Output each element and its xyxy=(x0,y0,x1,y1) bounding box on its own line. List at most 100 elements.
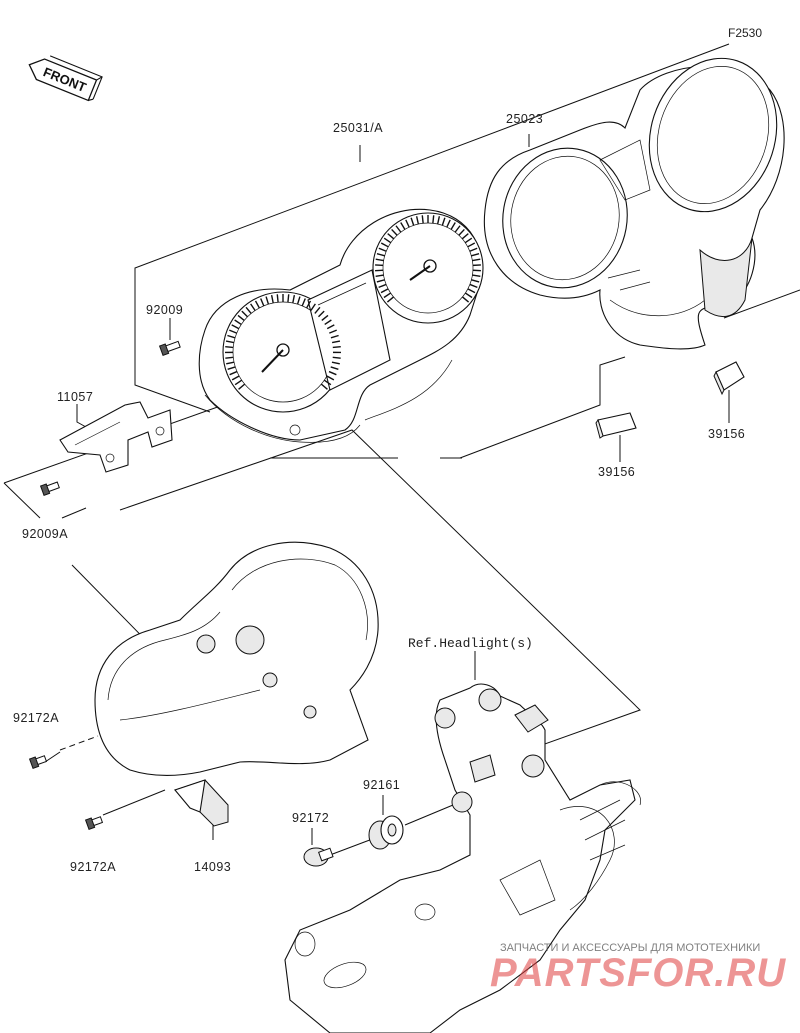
gauge-tick xyxy=(310,303,316,311)
bracket xyxy=(59,401,173,473)
meter-cover xyxy=(94,541,379,827)
gauge-tick xyxy=(225,346,234,349)
gauge-tick xyxy=(421,215,424,224)
gauge-tick xyxy=(287,294,290,303)
gauge-tick xyxy=(250,303,256,311)
gauge-tick xyxy=(234,379,243,386)
watermark-line2: PARTSFOR.RU xyxy=(490,951,786,995)
gauge-tick xyxy=(306,300,312,309)
gauge-tick xyxy=(227,366,236,371)
gauge-tick xyxy=(234,319,242,326)
gauge-tick xyxy=(317,310,325,318)
gauge-tick xyxy=(446,219,451,228)
gauge-tick xyxy=(391,228,398,236)
meter-case xyxy=(483,57,785,350)
front-arrow-icon: FRONT xyxy=(28,55,103,102)
label-92009: 92009 xyxy=(146,303,183,317)
gauge-tick xyxy=(378,247,387,252)
gauge-tick xyxy=(296,296,301,305)
gauge-tick xyxy=(332,346,341,349)
gauge-tick xyxy=(375,258,384,262)
gauge-tick xyxy=(260,298,265,307)
gauge-tick xyxy=(330,334,339,339)
gauge-tick xyxy=(226,361,235,365)
gauge-tick xyxy=(231,324,240,330)
rubber-pad-lower xyxy=(595,412,637,439)
gauge-tick xyxy=(465,292,473,299)
label-92172: 92172 xyxy=(292,811,329,825)
rubber-pad-right xyxy=(713,361,745,396)
gauge-tick xyxy=(387,233,395,240)
gauge-tick xyxy=(229,370,238,376)
gauge-tick xyxy=(270,294,274,304)
gauge-tick xyxy=(238,383,246,390)
label-11057: 11057 xyxy=(57,390,93,404)
gauge-tick xyxy=(415,216,420,225)
gauge-tick xyxy=(265,296,270,305)
gauge-tick xyxy=(380,288,389,294)
gauge-tick xyxy=(330,366,339,371)
gauge-tick xyxy=(320,383,328,390)
gauge-tick xyxy=(467,242,476,248)
watermark: ЗАПЧАСТИ И АКСЕССУАРЫ ДЛЯ МОТОТЕХНИКИ PA… xyxy=(490,942,786,995)
gauge-tick xyxy=(441,217,446,226)
gauge-tick xyxy=(314,306,321,314)
label-92161: 92161 xyxy=(363,778,400,792)
gauge-tick xyxy=(405,219,410,228)
gauge-tick xyxy=(321,314,329,321)
gauge-tick xyxy=(464,237,473,244)
gauge-tick xyxy=(229,329,237,334)
collar-bolt xyxy=(303,847,334,867)
gauge-tick xyxy=(469,247,478,252)
gauge-tick xyxy=(461,233,469,240)
label-92172a-lower: 92172A xyxy=(70,860,116,874)
label-92172a-upper: 92172A xyxy=(13,711,59,725)
label-25031a: 25031/A xyxy=(333,121,383,135)
gauge-tick xyxy=(462,296,470,303)
gauge-tick xyxy=(241,310,249,318)
gauge-tick xyxy=(454,225,461,233)
label-14093: 14093 xyxy=(194,860,231,874)
gauge-tick xyxy=(332,356,341,359)
meter-assembly xyxy=(198,208,484,443)
gauge-tick xyxy=(400,222,406,230)
gauge-tick xyxy=(375,274,384,278)
gauge-tick xyxy=(386,296,394,303)
gauge-tick xyxy=(376,252,385,257)
gauge-tick xyxy=(324,319,332,326)
gauge-tick xyxy=(254,300,260,309)
gauge-tick xyxy=(329,329,337,334)
gauge-tick xyxy=(380,242,389,248)
gauge-tick xyxy=(395,225,402,233)
gauge-tick xyxy=(331,340,341,344)
gauge-tick xyxy=(227,334,236,339)
gauge-tick xyxy=(472,258,481,262)
gauge-tick xyxy=(472,274,481,278)
gauge-tick xyxy=(301,298,306,307)
gauge-tick xyxy=(331,361,340,365)
label-92009a: 92009A xyxy=(22,527,68,541)
label-25023: 25023 xyxy=(506,112,543,126)
gauge-tick xyxy=(323,379,332,386)
gauge-tick xyxy=(383,292,391,299)
gauge-tick xyxy=(326,324,335,330)
gauge-tick xyxy=(376,279,385,283)
gauge-tick xyxy=(225,356,234,359)
diagram-code: F2530 xyxy=(728,26,762,40)
gauge-tick xyxy=(225,340,235,344)
gauge-tick xyxy=(326,375,335,381)
headlight-stay xyxy=(284,683,641,1033)
gauge-tick xyxy=(410,217,415,226)
watermark-line1: ЗАПЧАСТИ И АКСЕССУАРЫ ДЛЯ МОТОТЕХНИКИ xyxy=(500,942,760,954)
screw-92009a xyxy=(39,481,60,497)
gauge-tick xyxy=(469,283,478,289)
gauge-tick xyxy=(383,237,392,244)
gauge-tick xyxy=(471,279,480,283)
gauge-tick xyxy=(328,370,337,376)
part-labels: 25031/A 25023 92009 11057 92009A 39156 3… xyxy=(13,112,745,874)
gauge-tick xyxy=(450,222,456,230)
gauge-tick xyxy=(237,314,245,321)
gauge-tick xyxy=(432,215,435,224)
label-39156-right: 39156 xyxy=(708,427,745,441)
